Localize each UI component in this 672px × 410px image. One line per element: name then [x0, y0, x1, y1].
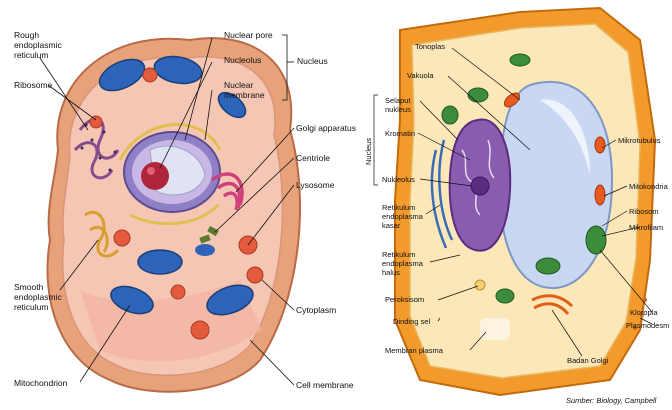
label-tonoplas: Tonoplas [415, 42, 445, 51]
label-dinding-sel: Dinding sel [393, 317, 430, 326]
label-mitokondria: Mitokondria [629, 182, 668, 191]
plant-nucleolus [471, 177, 489, 195]
label-mikrotubulus: Mikrotubulus [618, 136, 661, 145]
label-selaput-nukleus: Selaput nukleus [385, 96, 411, 114]
label-mitochondrion: Mitochondrion [14, 378, 67, 388]
label-centriole: Centriole [296, 153, 330, 163]
label-re-kasar: Retikulum endoplasma kasar [382, 203, 423, 230]
vacuole [500, 82, 612, 288]
label-peroksisom: Peroksisom [385, 295, 424, 304]
label-lysosome: Lysosome [296, 180, 334, 190]
label-nuclear-pore: Nuclear pore [224, 30, 273, 40]
label-badan-golgi: Badan Golgi [567, 356, 608, 365]
label-ribosome: Ribosome [14, 80, 52, 90]
source-credit: Sumber: Biology, Campbell [566, 396, 656, 405]
label-smooth-er: Smooth endoplasmic reticulum [14, 282, 62, 312]
label-vakuola: Vakuola [407, 71, 434, 80]
plant-cell [374, 8, 655, 395]
label-nuclear-membrane: Nuclear membrane [224, 80, 265, 100]
label-mikrofilamen: Mikrofilam [629, 223, 663, 232]
label-golgi-apparatus: Golgi apparatus [296, 123, 356, 133]
label-re-halus: Retikulum endoplasma halus [382, 250, 423, 277]
peroxisome [475, 280, 485, 290]
label-kloroplas: Kloropla [630, 308, 658, 317]
label-nucleus: Nucleus [297, 56, 328, 66]
label-ribosom: Ribosom [629, 207, 659, 216]
label-nucleus-bracket: Nucleus [364, 138, 373, 165]
label-kromatin: Kromatin [385, 129, 415, 138]
label-membran-plasma: Membran plasma [385, 346, 443, 355]
label-cell-membrane: Cell membrane [296, 380, 354, 390]
label-rough-er: Rough endoplasmic reticulum [14, 30, 62, 60]
nucleolus-highlight [147, 167, 155, 175]
label-plasmodesma: Plasmodesm [626, 321, 669, 330]
label-nucleolus: Nucleolus [224, 55, 261, 65]
label-nukleolus: Nukleolus [382, 175, 415, 184]
nucleolus [141, 162, 169, 190]
membrane-region [480, 318, 510, 340]
label-cytoplasm: Cytoplasm [296, 305, 336, 315]
